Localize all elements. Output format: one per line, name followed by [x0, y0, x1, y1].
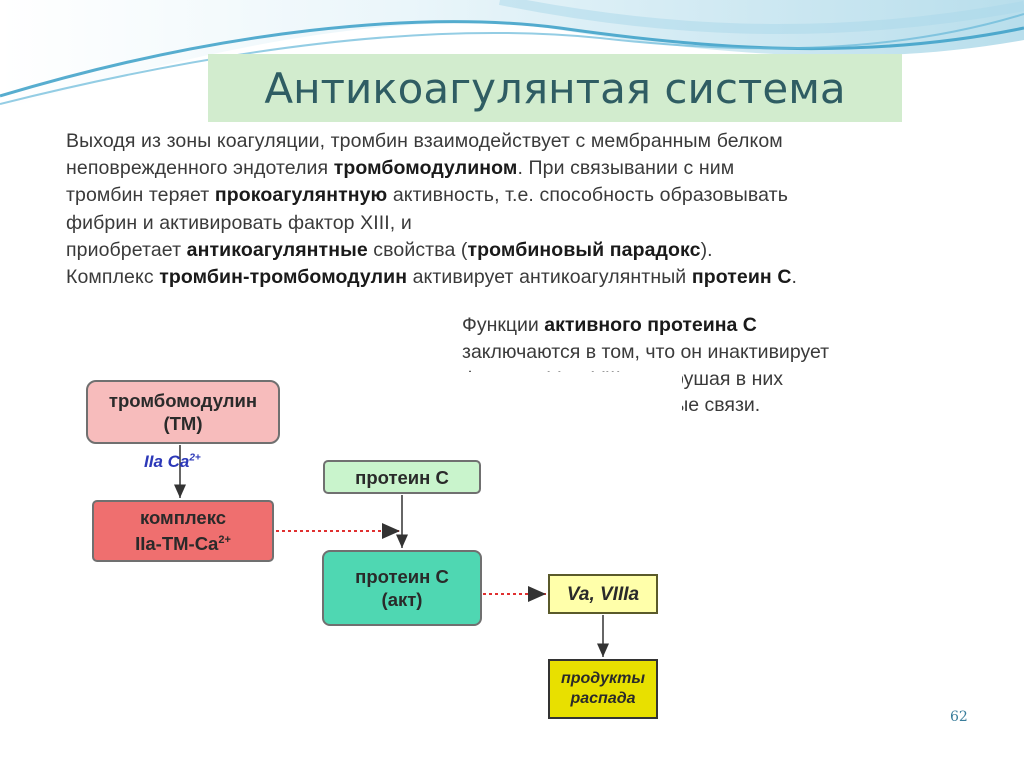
decorative-wave-header: [0, 0, 1024, 110]
node-protein-c-active-line2: (акт): [381, 589, 423, 610]
paragraph-line: тромбин теряет прокоагулянтную активност…: [66, 182, 986, 209]
node-complex-sup: 2+: [218, 534, 231, 547]
node-protein-c: протеин С: [323, 460, 481, 494]
paragraph-line: приобретает антикоагулянтные свойства (т…: [66, 237, 986, 264]
paragraph-line: фибрин и активировать фактор XIII, и: [66, 210, 986, 237]
paragraph-text: активирует антикоагулянтный: [407, 266, 692, 289]
paragraph-text: свойства (: [367, 238, 468, 261]
node-factors: Va, VIIIa: [548, 574, 658, 614]
paragraph-text: фибрин и активировать фактор XIII, и: [66, 211, 412, 234]
node-factors-label: Va, VIIIa: [566, 583, 640, 605]
node-products-line2: распада: [570, 690, 636, 707]
paragraph-text: Комплекс: [66, 266, 160, 289]
node-products: продукты распада: [548, 659, 658, 719]
node-complex: комплекс IIa-TM-Ca2+: [92, 500, 274, 562]
diagram-arrows: [174, 445, 609, 657]
paragraph-text: .: [791, 266, 798, 289]
paragraph-text: Выходя из зоны коагуляции, тромбин взаим…: [66, 130, 783, 152]
functions-text: Функции: [462, 314, 545, 336]
node-protein-c-label: протеин С: [355, 466, 449, 488]
paragraph-bold-term: прокоагулянтную: [214, 184, 388, 207]
paragraph-bold-term: тромбиновый парадокс: [467, 238, 701, 261]
node-protein-c-active: протеин С (акт): [322, 550, 482, 626]
node-complex-line1: комплекс: [139, 507, 227, 529]
edge-label-sup: 2+: [189, 452, 201, 464]
functions-line: Функции активного протеина С: [462, 312, 942, 339]
anticoagulant-diagram: тромбомодулин (ТМ) IIa Ca2+ комплекс IIa…: [78, 372, 682, 722]
paragraph-text: приобретает: [66, 238, 187, 261]
node-products-line1: продукты: [560, 670, 646, 687]
functions-line: заключаются в том, что он инактивирует: [462, 339, 942, 366]
node-complex-line2: IIa-TM-Ca2+: [135, 529, 231, 555]
description-paragraph: Выходя из зоны коагуляции, тромбин взаим…: [66, 128, 986, 291]
paragraph-bold-term: тромбомодулином: [333, 157, 518, 180]
paragraph-bold-term: протеин С: [691, 266, 792, 289]
paragraph-text: неповрежденного эндотелия: [66, 157, 334, 180]
paragraph-line: Комплекс тромбин-тромбомодулин активируе…: [66, 264, 986, 291]
paragraph-line: Выходя из зоны коагуляции, тромбин взаим…: [66, 128, 986, 155]
edge-label-main: IIa Ca: [144, 452, 190, 471]
node-protein-c-active-line1: протеин С: [355, 566, 449, 587]
paragraph-line: неповрежденного эндотелия тромбомодулино…: [66, 155, 986, 182]
paragraph-bold-term: антикоагулянтные: [186, 238, 368, 261]
functions-text: заключаются в том, что он инактивирует: [462, 340, 830, 363]
edge-label-iia-ca: IIa Ca2+: [144, 452, 201, 472]
node-thrombomodulin-line1: тромбомодулин: [108, 390, 258, 411]
node-thrombomodulin-line2: (ТМ): [163, 413, 203, 434]
paragraph-text: ).: [700, 238, 713, 261]
paragraph-text: тромбин теряет: [66, 184, 215, 207]
paragraph-text: . При связывании с ним: [517, 157, 735, 180]
paragraph-text: активность, т.е. способность образовыват…: [387, 184, 788, 207]
functions-bold-term: активного протеина С: [544, 314, 757, 336]
paragraph-bold-term: тромбин-тромбомодулин: [159, 266, 408, 289]
node-thrombomodulin: тромбомодулин (ТМ): [86, 380, 280, 444]
slide-title: Антикоагулянтая система: [208, 54, 902, 122]
slide-title-text: Антикоагулянтая система: [264, 63, 846, 113]
page-number: 62: [950, 709, 968, 725]
node-complex-formula: IIa-TM-Ca: [135, 533, 219, 555]
